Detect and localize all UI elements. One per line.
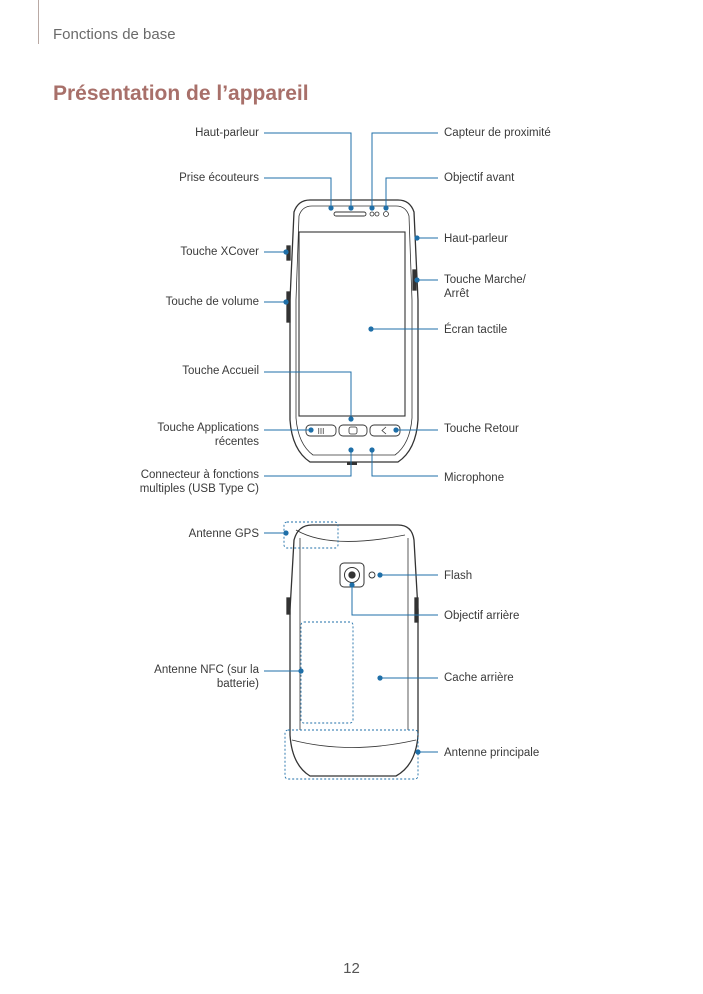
label-gps-antenna: Antenne GPS (188, 528, 259, 540)
label-nfc-line1: Antenne NFC (sur la (154, 664, 259, 676)
header-section: Fonctions de base (53, 26, 176, 43)
label-flash: Flash (444, 570, 473, 582)
label-front-camera: Objectif avant (444, 172, 515, 184)
back-antenna-zones (283, 521, 419, 780)
label-power-key: Touche Marche/ Arrêt (444, 273, 526, 301)
label-speaker-side: Haut-parleur (444, 233, 508, 245)
header-rule (38, 0, 39, 44)
label-nfc-antenna: Antenne NFC (sur la batterie) (154, 663, 259, 691)
callout-lines (264, 132, 438, 753)
label-main-antenna: Antenne principale (444, 747, 540, 759)
label-home-key: Touche Accueil (182, 365, 259, 377)
label-usb-line2: multiples (USB Type C) (139, 483, 259, 495)
label-usb-connector: Connecteur à fonctions multiples (USB Ty… (140, 468, 259, 496)
label-proximity-sensor: Capteur de proximité (444, 127, 551, 139)
front-phone: III (286, 199, 419, 465)
label-speaker-top: Haut-parleur (195, 127, 259, 139)
label-power-key-line2: Arrêt (444, 288, 469, 300)
page-title: Présentation de l’appareil (53, 82, 309, 105)
label-volume-key: Touche de volume (165, 296, 259, 308)
page-number: 12 (343, 960, 360, 977)
label-back-cover: Cache arrière (444, 672, 514, 684)
label-nfc-line2: batterie) (216, 678, 259, 690)
svg-text:III: III (318, 427, 325, 436)
label-back-key: Touche Retour (444, 423, 519, 435)
label-recents-key-line1: Touche Applications (157, 422, 259, 434)
label-headphone-jack: Prise écouteurs (179, 172, 259, 184)
label-power-key-line1: Touche Marche/ (444, 274, 526, 286)
label-usb-line1: Connecteur à fonctions (140, 469, 259, 481)
label-recents-key-line2: récentes (214, 436, 259, 448)
label-microphone: Microphone (444, 472, 505, 484)
label-rear-camera: Objectif arrière (444, 610, 520, 622)
callout-dots (283, 205, 421, 755)
back-phone (286, 524, 419, 777)
label-touchscreen: Écran tactile (444, 324, 508, 336)
label-xcover-key: Touche XCover (180, 246, 259, 258)
label-recents-key: Touche Applications récentes (157, 421, 259, 449)
